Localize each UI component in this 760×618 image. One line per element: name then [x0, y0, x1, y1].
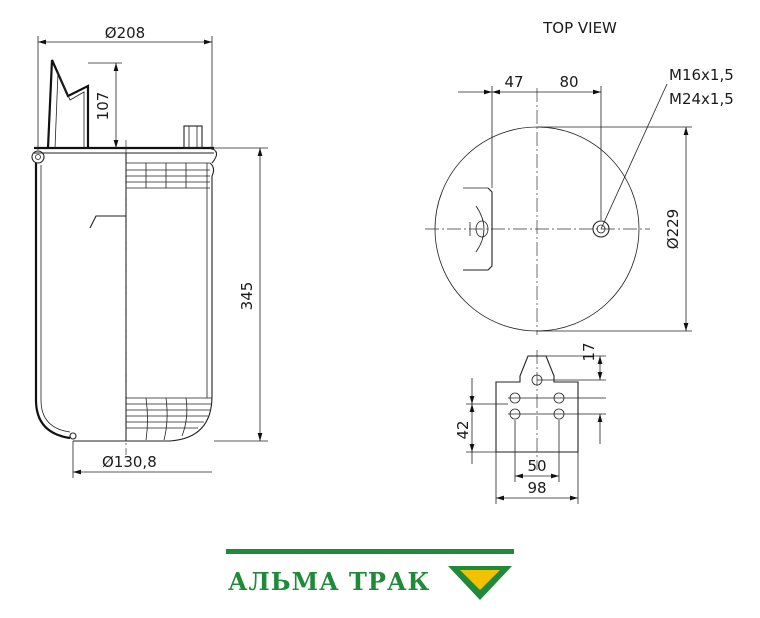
- dim-bracket-42: 42: [454, 420, 472, 439]
- dim-offset-right: 80: [559, 73, 578, 91]
- thread-label-m16: M16x1,5: [669, 66, 734, 84]
- thread-label-m24: M24x1,5: [669, 90, 734, 108]
- dim-total-height: 345: [238, 282, 256, 311]
- piston-contour: [126, 162, 215, 442]
- dim-dia-top: Ø208: [105, 24, 145, 42]
- brand-chevron-yellow: [460, 570, 500, 590]
- thread-stud-inner: [596, 224, 606, 234]
- thread-leader: [600, 83, 668, 230]
- dim-bracket-98: 98: [527, 479, 546, 497]
- dim-top-dia: Ø229: [664, 209, 682, 249]
- piston-bottom-ribs: [126, 397, 212, 441]
- piston-top-ribs: [126, 162, 210, 189]
- top-rim-bead: [31, 150, 45, 164]
- bottom-bead: [69, 432, 77, 440]
- top-stud: [183, 125, 203, 149]
- brand-logo: АЛЬМА ТРАК: [226, 549, 514, 600]
- bellows-outer-wall: [34, 163, 71, 440]
- dim-bracket-17: 17: [580, 342, 598, 361]
- top-view: TOP VIEW M16x1,5 M24x1,5 47 80 Ø229: [425, 19, 734, 335]
- bracket-detail: 17 42 50 98: [454, 342, 606, 504]
- dim-offset-left: 47: [504, 73, 523, 91]
- bellows-fold: [89, 215, 126, 229]
- top-rim-right: [209, 147, 218, 164]
- mounting-bracket: [46, 59, 90, 149]
- side-view: Ø208 107 345 Ø130,8: [31, 24, 268, 478]
- bracket-top-profile: [463, 187, 493, 271]
- dim-dia-bottom: Ø130,8: [102, 453, 157, 471]
- thread-stud-outer: [592, 220, 610, 238]
- dim-bracket-height: 107: [94, 92, 112, 121]
- brand-bar: [226, 549, 514, 554]
- dim-bracket-50: 50: [527, 457, 546, 475]
- brand-name: АЛЬМА ТРАК: [228, 567, 430, 596]
- top-view-title: TOP VIEW: [542, 19, 617, 37]
